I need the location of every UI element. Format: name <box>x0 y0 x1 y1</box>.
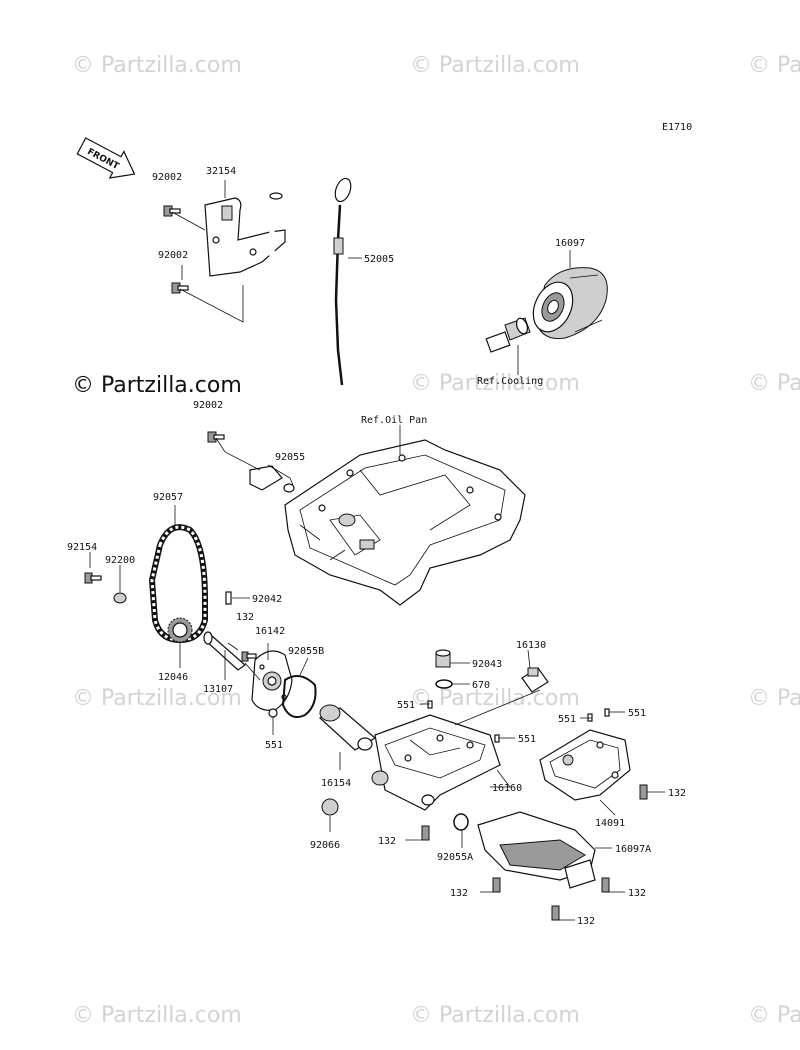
part-label: 92154 <box>67 542 97 553</box>
dowel-551 <box>604 708 610 717</box>
part-label: 670 <box>472 680 490 691</box>
shaft-13107 <box>203 631 246 671</box>
part-label: 92066 <box>310 840 340 851</box>
part-label: 132 <box>378 836 396 847</box>
part-label: 92042 <box>252 594 282 605</box>
cooling-fitting <box>485 317 531 353</box>
part-label: 13107 <box>203 684 233 695</box>
part-labels: 92002 32154 92002 52005 16097 Ref.Coolin… <box>67 166 686 927</box>
part-label: 132 <box>577 916 595 927</box>
oil-pump-16142 <box>251 650 293 711</box>
part-label: 16097A <box>615 844 651 855</box>
part-label: 16154 <box>321 778 351 789</box>
bracket-32154 <box>204 197 286 277</box>
leader-lines <box>89 180 665 921</box>
part-label: 14091 <box>595 818 625 829</box>
bolt-132 <box>639 784 648 800</box>
bolt-132 <box>241 651 257 662</box>
dowel-551 <box>587 713 593 722</box>
bolt-132 <box>601 877 610 893</box>
dowel-551 <box>268 708 278 718</box>
relief-valve-16154 <box>318 704 377 751</box>
watermark-main: © Partzilla.com <box>72 373 242 398</box>
cover-14091 <box>539 729 631 801</box>
part-label: 16097 <box>555 238 585 249</box>
watermark: © Partzilla.com <box>72 53 242 78</box>
part-label: 12046 <box>158 672 188 683</box>
washer-92200 <box>113 592 127 604</box>
watermarks: © Partzilla.com © Partzilla.com © Partzi… <box>72 53 800 1028</box>
ref-label-cooling: Ref.Cooling <box>477 376 543 387</box>
bolt-92002 <box>163 205 181 217</box>
part-label: 92057 <box>153 492 183 503</box>
part-label: 132 <box>628 888 646 899</box>
part-label: 52005 <box>364 254 394 265</box>
part-label: 92002 <box>152 172 182 183</box>
plug-92066 <box>321 798 339 816</box>
part-label: 32154 <box>206 166 236 177</box>
plug-92043 <box>435 649 451 668</box>
watermark: © Partzilla.com <box>748 53 800 78</box>
oil-filter-16097 <box>532 267 608 340</box>
sprocket-12046 <box>167 617 193 643</box>
front-arrow-icon: FRONT <box>76 137 136 179</box>
bolt-92002 <box>171 282 189 294</box>
part-label: 16160 <box>492 783 522 794</box>
part-label: 16130 <box>516 640 546 651</box>
watermark: © Partzilla.com <box>410 371 580 396</box>
part-label: 551 <box>628 708 646 719</box>
part-label: 92055A <box>437 852 473 863</box>
dowel-551 <box>494 734 500 743</box>
bolt-92154 <box>84 572 102 584</box>
oil-filler-pipe <box>249 192 295 491</box>
chain-92057 <box>148 524 208 644</box>
oil-pressure-switch-16130 <box>521 667 549 693</box>
part-label: 132 <box>236 612 254 623</box>
bolt-132 <box>551 905 560 921</box>
part-label: 551 <box>265 740 283 751</box>
o-ring-92055B <box>281 675 317 718</box>
oil-pan <box>284 439 526 606</box>
watermark: © Partzilla.com <box>748 1003 800 1028</box>
watermark: © Partzilla.com <box>748 686 800 711</box>
part-label: 132 <box>668 788 686 799</box>
part-label: 92200 <box>105 555 135 566</box>
bolt-92002 <box>207 431 225 443</box>
watermark: © Partzilla.com <box>748 371 800 396</box>
dowel-551 <box>427 700 433 709</box>
part-label: 16142 <box>255 626 285 637</box>
part-label: 92002 <box>158 250 188 261</box>
ref-label-oil-pan: Ref.Oil Pan <box>361 415 427 426</box>
part-label: 551 <box>558 714 576 725</box>
watermark: © Partzilla.com <box>410 686 580 711</box>
part-label: 92043 <box>472 659 502 670</box>
o-ring-92055A <box>453 813 469 831</box>
part-label: 92002 <box>193 400 223 411</box>
part-label: 92055 <box>275 452 305 463</box>
part-label: 132 <box>450 888 468 899</box>
watermark: © Partzilla.com <box>410 53 580 78</box>
oil-cooler-16097A <box>477 811 596 889</box>
bolt-132 <box>421 825 430 841</box>
watermark: © Partzilla.com <box>72 1003 242 1028</box>
watermark: © Partzilla.com <box>410 1003 580 1028</box>
pin-92042 <box>225 591 232 605</box>
o-ring-92055 <box>283 483 295 493</box>
diagram-code: E1710 <box>662 122 692 133</box>
bolt-132 <box>492 877 501 893</box>
pump-housing-16160 <box>371 714 501 811</box>
dipstick-52005 <box>333 177 352 386</box>
part-label: 551 <box>518 734 536 745</box>
watermark: © Partzilla.com <box>72 686 242 711</box>
part-label: 92055B <box>288 646 324 657</box>
part-label: 551 <box>397 700 415 711</box>
